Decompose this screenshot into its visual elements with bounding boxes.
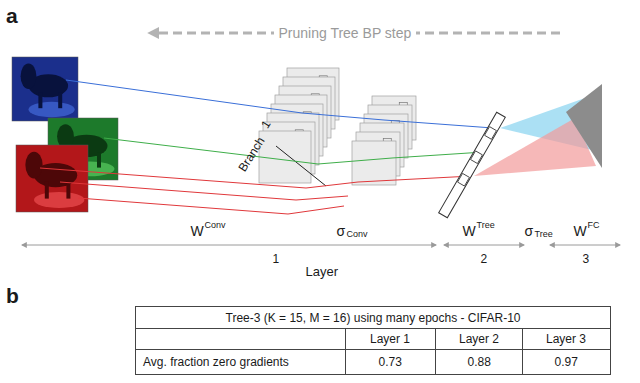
feature-map-stack [352,96,416,185]
weight-symbol: W [574,224,587,239]
table-rule [435,329,436,375]
feature-map-stack [259,68,339,183]
layer-span-arrow [550,245,620,246]
layer-span-arrow [22,245,436,246]
panel-letter: a [6,4,18,27]
subscript: Tree [535,230,553,240]
weight-symbol: W [191,224,204,239]
superscript: Conv [205,221,226,231]
tree-unit [458,173,470,186]
table-cell: 0.73 [379,356,402,369]
signal-wire [104,138,484,164]
table-cell: Avg. fraction zero gradients [143,356,289,369]
branch-divider [276,146,326,186]
feature-map [352,141,396,185]
horse-shape [38,92,42,108]
signal-wire [66,80,493,128]
panel-letter: b [6,284,19,307]
table-title: Tree-3 (K = 15, M = 16) using many epoch… [226,312,521,325]
signal-wire [78,198,344,214]
axis-label: Layer [306,265,339,279]
table-border [136,307,611,375]
network-illustration [12,57,602,218]
horse-shape [45,182,49,199]
branch-label: Branch [236,134,267,173]
subscript: Conv [347,230,368,240]
activation-symbol: σ [337,224,346,239]
table-rule [136,328,611,329]
input-channel-image [12,57,78,121]
horse-shape [21,63,37,89]
image-ground [12,57,78,121]
layer-number: 1 [273,253,280,266]
weight-symbol: W [463,224,476,239]
tree-bar [439,112,506,217]
feature-map [259,131,311,183]
tree-unit [485,127,497,140]
table-header: Layer 1 [370,333,410,346]
step-title: Pruning Tree BP step [274,26,417,41]
tree-unit [471,151,483,164]
table-rule [345,329,346,375]
layer-span-arrow [444,245,524,246]
image-ground [16,145,88,212]
horse-shape [97,152,101,168]
input-channel-image [16,145,88,212]
table-rule [136,349,611,350]
table-rule [522,329,523,375]
table-cell: 0.97 [555,356,578,369]
horse-shape [25,152,42,179]
table-header: Layer 3 [546,333,586,346]
output-triangle [566,84,602,168]
image-highlight [34,192,84,208]
superscript: Tree [477,221,495,231]
results-table [136,307,611,375]
signal-wire [60,182,348,200]
layer-number: 3 [583,253,590,266]
tree-layer-bar [439,112,506,217]
horse-shape [58,92,62,108]
activation-symbol: σ [525,224,534,239]
image-highlight [28,102,74,117]
horse-shape [66,182,70,199]
superscript: FC [588,221,600,231]
table-cell: 0.88 [468,356,491,369]
layer-number: 2 [481,253,488,266]
table-header: Layer 2 [459,333,499,346]
branch-number: 1 [258,118,273,131]
